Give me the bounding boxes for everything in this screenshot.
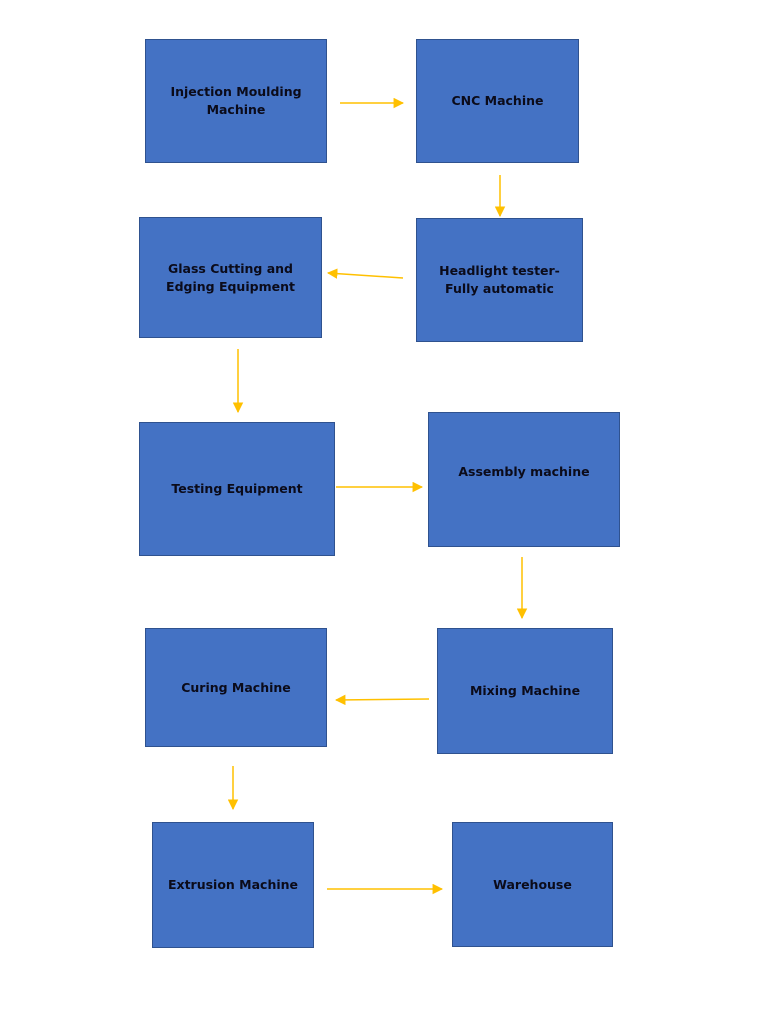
node-label: Warehouse <box>493 876 572 892</box>
node-assembly-machine: Assembly machine <box>428 412 620 547</box>
node-glass-cutting-equipment: Glass Cutting and Edging Equipment <box>139 217 322 338</box>
arrow-headlight-to-glass <box>326 268 404 279</box>
node-testing-equipment: Testing Equipment <box>139 422 335 556</box>
node-label: Headlight tester- Fully automatic <box>439 263 560 296</box>
node-injection-moulding-machine: Injection Moulding Machine <box>145 39 327 163</box>
node-warehouse: Warehouse <box>452 822 613 947</box>
node-label: Glass Cutting and Edging Equipment <box>166 260 295 294</box>
node-cnc-machine: CNC Machine <box>416 39 579 163</box>
node-label: Assembly machine <box>458 463 590 479</box>
node-curing-machine: Curing Machine <box>145 628 327 747</box>
node-mixing-machine: Mixing Machine <box>437 628 613 754</box>
node-headlight-tester: Headlight tester- Fully automatic <box>416 218 583 342</box>
node-extrusion-machine: Extrusion Machine <box>152 822 314 948</box>
node-label: Testing Equipment <box>171 481 303 496</box>
arrow-mixing-to-curing <box>334 694 430 706</box>
node-label: Extrusion Machine <box>167 877 299 892</box>
node-label: Injection Moulding Machine <box>170 84 302 117</box>
node-label: Curing Machine <box>181 679 291 695</box>
node-label: CNC Machine <box>451 93 544 108</box>
node-label: Mixing Machine <box>469 683 581 698</box>
